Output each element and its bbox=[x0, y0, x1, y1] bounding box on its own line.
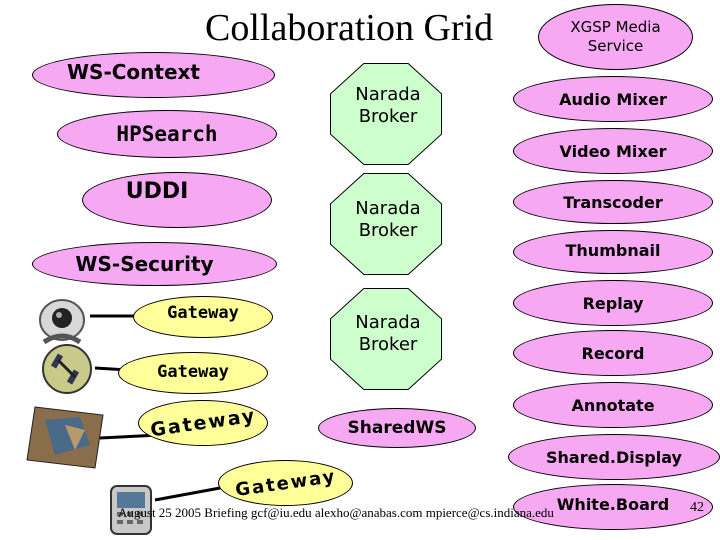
replay-pill: Replay bbox=[513, 280, 713, 326]
ws-security-label: WS-Security bbox=[75, 252, 213, 276]
replay-label: Replay bbox=[583, 294, 644, 313]
gateway-4-label: Gateway bbox=[234, 466, 338, 501]
record-label: Record bbox=[582, 344, 645, 363]
thumbnail-label: Thumbnail bbox=[566, 241, 661, 260]
ws-context-label: WS-Context bbox=[67, 60, 200, 84]
xgsp-media-pill: XGSP Media Service bbox=[538, 4, 693, 70]
satellite-icon bbox=[40, 342, 95, 397]
uddi-label: UDDI bbox=[126, 179, 189, 204]
video-mixer-label: Video Mixer bbox=[560, 142, 667, 161]
broker-1-label: Narada Broker bbox=[343, 84, 433, 128]
whiteboard-label: White.Board bbox=[557, 495, 669, 514]
page-title: Collaboration Grid bbox=[205, 6, 493, 50]
broker-2-label: Narada Broker bbox=[343, 198, 433, 242]
page-number: 42 bbox=[690, 500, 704, 516]
map-icon bbox=[25, 405, 105, 470]
shared-display-label: Shared.Display bbox=[546, 448, 682, 467]
uddi-pill: UDDI bbox=[82, 172, 272, 228]
gateway-4: Gateway bbox=[218, 460, 353, 506]
transcoder-pill: Transcoder bbox=[513, 180, 713, 224]
hpsearch-pill: HPSearch bbox=[57, 110, 277, 158]
hpsearch-label: HPSearch bbox=[116, 122, 217, 146]
gateway-1: Gateway bbox=[133, 296, 273, 338]
annotate-label: Annotate bbox=[571, 396, 654, 415]
gateway-1-label: Gateway bbox=[167, 303, 239, 323]
footer-text: August 25 2005 Briefing gcf@iu.edu alexh… bbox=[118, 505, 554, 521]
record-pill: Record bbox=[513, 330, 713, 376]
ws-security-pill: WS-Security bbox=[32, 242, 277, 286]
audio-mixer-label: Audio Mixer bbox=[559, 90, 667, 109]
shared-display-pill: Shared.Display bbox=[508, 434, 720, 480]
video-mixer-pill: Video Mixer bbox=[513, 128, 713, 174]
transcoder-label: Transcoder bbox=[563, 193, 662, 212]
shared-ws-label: SharedWS bbox=[348, 418, 447, 438]
annotate-pill: Annotate bbox=[513, 382, 713, 428]
xgsp-media-label: XGSP Media Service bbox=[566, 18, 666, 56]
shared-ws-pill: SharedWS bbox=[318, 408, 476, 448]
thumbnail-pill: Thumbnail bbox=[513, 230, 713, 274]
ws-context-pill: WS-Context bbox=[32, 52, 275, 98]
audio-mixer-pill: Audio Mixer bbox=[513, 76, 713, 122]
gateway-3: Gateway bbox=[138, 400, 268, 446]
gateway-2-label: Gateway bbox=[157, 362, 229, 382]
gateway-2: Gateway bbox=[118, 352, 268, 394]
broker-3-label: Narada Broker bbox=[343, 312, 433, 356]
gateway-3-label: Gateway bbox=[149, 405, 258, 442]
